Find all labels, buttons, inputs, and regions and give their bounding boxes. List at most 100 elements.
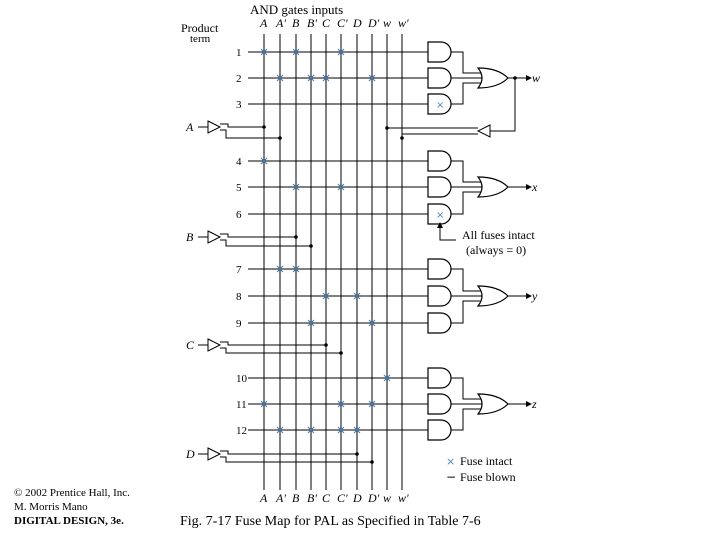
output-arrow-icon bbox=[526, 401, 532, 407]
junction-dot bbox=[278, 136, 282, 140]
and-or-wire bbox=[451, 191, 482, 215]
column-label-bottom-d: D bbox=[352, 491, 362, 505]
junction-dot bbox=[262, 125, 266, 129]
fuse-intact-mark bbox=[276, 426, 284, 434]
junction-dot bbox=[294, 235, 298, 239]
product-term-label: Product bbox=[181, 21, 219, 35]
fuse-intact-mark bbox=[322, 74, 330, 82]
credit-author: M. Morris Mano bbox=[14, 501, 88, 513]
column-label-bottom-w: w bbox=[383, 491, 391, 505]
and-gate bbox=[427, 419, 452, 441]
product-term-number: 7 bbox=[236, 264, 242, 276]
fuse-legend: × Fuse intact − Fuse blown bbox=[446, 454, 516, 484]
column-label-top-w: w bbox=[383, 16, 391, 30]
junction-dot bbox=[513, 76, 517, 80]
column-label-top-a-prime: A' bbox=[275, 16, 286, 30]
output-arrow-icon bbox=[526, 75, 532, 81]
input-label-b: B bbox=[186, 230, 194, 244]
and-gate bbox=[427, 258, 452, 280]
column-label-top-a: A bbox=[259, 16, 268, 30]
product-term-number: 10 bbox=[236, 373, 248, 385]
column-label-top-b-prime: B' bbox=[307, 16, 317, 30]
and-or-wire bbox=[451, 377, 482, 400]
column-label-top-b: B bbox=[292, 16, 300, 30]
fuse-intact-mark bbox=[260, 157, 268, 165]
product-term-number: 8 bbox=[236, 291, 242, 303]
product-term-number: 4 bbox=[236, 156, 242, 168]
fuse-intact-mark bbox=[307, 74, 315, 82]
feedback-buffer-icon bbox=[476, 124, 491, 138]
and-gate bbox=[427, 203, 452, 225]
all-fuses-intact-mark: × bbox=[436, 100, 444, 111]
credit-book: DIGITAL DESIGN, 3e. bbox=[14, 515, 124, 527]
and-or-wire bbox=[451, 300, 482, 324]
column-label-top-c: C bbox=[322, 16, 331, 30]
feedback-path bbox=[385, 76, 517, 140]
fuse-intact-mark bbox=[368, 400, 376, 408]
fuse-marks bbox=[260, 48, 391, 434]
product-term-number: 12 bbox=[236, 425, 247, 437]
fuse-blown-label: Fuse blown bbox=[460, 470, 516, 484]
or-gate-y bbox=[476, 285, 509, 307]
and-gate bbox=[427, 285, 452, 307]
output-label-z: z bbox=[531, 397, 537, 411]
fuse-intact-mark bbox=[260, 400, 268, 408]
and-gate bbox=[427, 312, 452, 334]
product-term-number: 2 bbox=[236, 73, 242, 85]
buffer-icon bbox=[207, 230, 222, 244]
column-label-top-d: D bbox=[352, 16, 362, 30]
junction-dot bbox=[370, 460, 374, 464]
column-label-bottom-a-prime: A' bbox=[275, 491, 286, 505]
junction-dot bbox=[400, 136, 404, 140]
and-gate bbox=[427, 150, 452, 172]
fuse-intact-mark bbox=[337, 400, 345, 408]
fuse-intact-mark bbox=[307, 319, 315, 327]
column-label-bottom-w-prime: w' bbox=[398, 491, 409, 505]
output-arrow-icon bbox=[526, 184, 532, 190]
true-output-wire bbox=[220, 341, 326, 346]
fuse-intact-mark bbox=[383, 374, 391, 382]
input-label-a: A bbox=[185, 120, 194, 134]
input-column-lines bbox=[263, 34, 403, 490]
column-label-top-c-prime: C' bbox=[337, 16, 348, 30]
product-term-number: 6 bbox=[236, 209, 242, 221]
and-gate bbox=[427, 393, 452, 415]
fuse-intact-mark bbox=[292, 183, 300, 191]
fuse-intact-mark bbox=[260, 48, 268, 56]
and-gate bbox=[427, 67, 452, 89]
column-label-top-d-prime: D' bbox=[367, 16, 380, 30]
fuse-intact-symbol: × bbox=[446, 455, 455, 468]
product-term-label-2: term bbox=[190, 33, 211, 45]
fuse-intact-mark bbox=[337, 183, 345, 191]
junction-dot bbox=[309, 244, 313, 248]
or-gate-z bbox=[476, 393, 509, 415]
fuse-intact-mark bbox=[337, 426, 345, 434]
product-term-number: 5 bbox=[236, 182, 242, 194]
buffer-icon bbox=[207, 447, 222, 461]
product-term-number: 9 bbox=[236, 318, 242, 330]
junction-dot bbox=[339, 351, 343, 355]
output-label-x: x bbox=[531, 180, 538, 194]
annotation-line-2: (always = 0) bbox=[466, 243, 526, 257]
output-label-y: y bbox=[531, 289, 538, 303]
and-or-wire bbox=[451, 82, 482, 105]
true-output-wire bbox=[220, 123, 264, 128]
product-term-number: 11 bbox=[236, 399, 247, 411]
column-label-top-w-prime: w' bbox=[398, 16, 409, 30]
and-gate bbox=[427, 93, 452, 115]
feedback-wire bbox=[490, 78, 516, 132]
annotation-all-fuses-intact: All fuses intact (always = 0) bbox=[437, 222, 535, 257]
fuse-intact-mark bbox=[322, 292, 330, 300]
buffer-icon bbox=[207, 120, 222, 134]
complement-output-wire bbox=[220, 239, 311, 247]
complement-output-wire bbox=[220, 456, 372, 463]
annotation-line-1: All fuses intact bbox=[462, 228, 535, 242]
and-gate bbox=[427, 41, 452, 63]
and-or-wire bbox=[451, 160, 482, 183]
fuse-blown-symbol: − bbox=[446, 470, 456, 484]
all-fuses-intact-mark: × bbox=[436, 210, 444, 221]
input-label-c: C bbox=[186, 338, 195, 352]
column-label-bottom-b: B bbox=[292, 491, 300, 505]
